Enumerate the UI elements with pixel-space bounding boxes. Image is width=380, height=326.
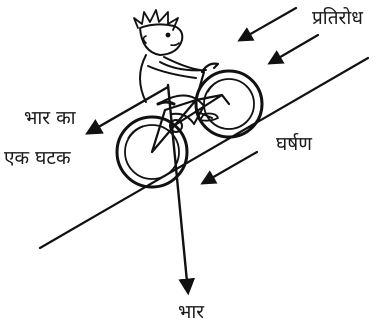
weight-component-label-line1: भार का: [24, 107, 77, 129]
friction-label: घर्षण: [276, 132, 312, 155]
resistance-label: प्रतिरोध: [312, 6, 363, 29]
incline-surface-line: [40, 58, 368, 248]
rider-head: [140, 24, 182, 55]
resistance-arrow-lower: [270, 35, 318, 63]
resistance-arrow-upper: [240, 8, 296, 40]
rider-eye: [166, 33, 171, 38]
bicycle: [117, 64, 262, 187]
friction-arrow: [203, 152, 257, 183]
weight-component-label-line2: एक घटक: [4, 147, 71, 169]
weight-label: भार: [178, 301, 205, 323]
bicycle-frame: [152, 72, 229, 152]
rider-mouth: [171, 43, 179, 45]
